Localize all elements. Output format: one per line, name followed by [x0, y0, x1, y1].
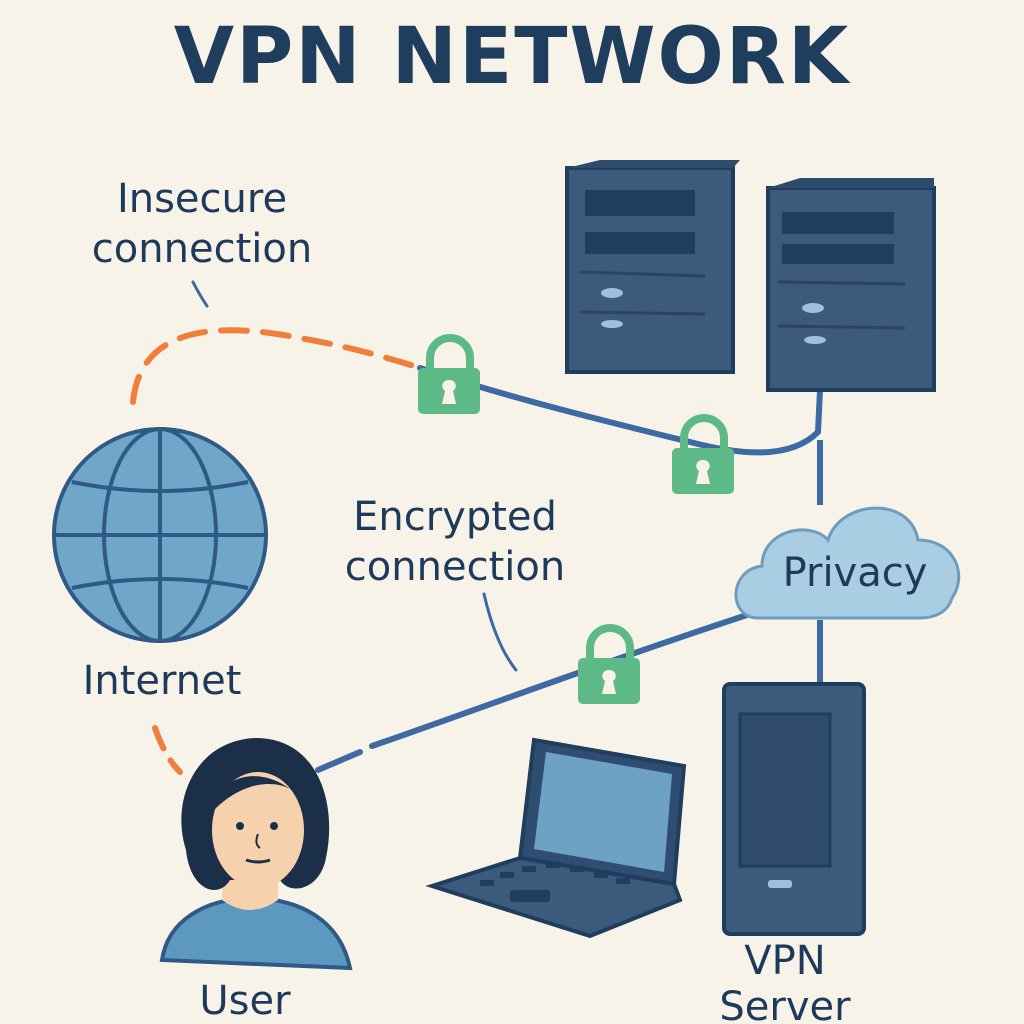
insecure-connection-label: Insecure connection	[91, 176, 313, 272]
user-label: User	[199, 978, 291, 1024]
server-tower-icon	[565, 160, 740, 374]
connections	[130, 280, 823, 775]
secure-line-upper	[417, 365, 823, 456]
encrypted-pointer	[482, 592, 518, 672]
insecure-connection-line	[130, 327, 423, 405]
encrypted-connection-label: Encrypted connection	[344, 494, 566, 590]
lock-icon	[418, 334, 480, 414]
cloud-icon	[734, 506, 961, 620]
user-avatar-icon	[159, 738, 353, 971]
vpn-server-device-icon	[722, 682, 866, 936]
server-tower-icon	[766, 178, 936, 392]
internet-label: Internet	[82, 658, 242, 704]
lock-icon	[672, 414, 734, 494]
secure-line-lower	[315, 611, 753, 773]
laptop-icon	[425, 737, 687, 939]
privacy-label: Privacy	[782, 550, 928, 596]
page-title: VPN NETWORK	[173, 12, 851, 102]
globe-icon	[52, 427, 268, 643]
insecure-user-line	[152, 725, 183, 775]
vpn-server-label: VPN Server	[719, 938, 851, 1024]
insecure-pointer	[191, 280, 209, 308]
lock-icon	[578, 624, 640, 704]
